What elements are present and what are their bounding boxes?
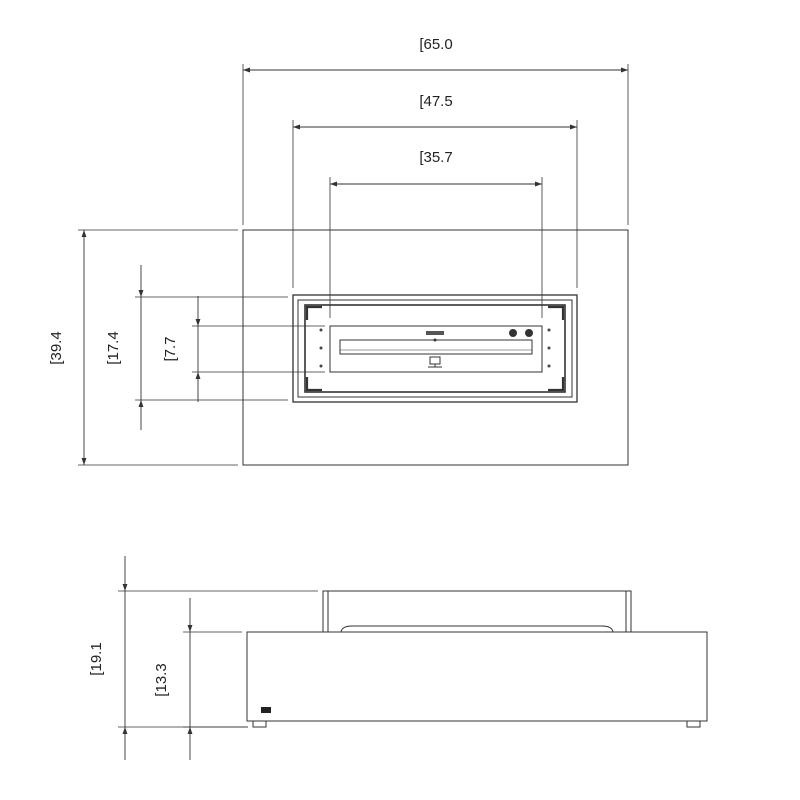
dim-label-overall-depth: [39.4 <box>48 331 65 364</box>
fuel-slot <box>339 339 533 355</box>
igniter-icon <box>428 356 442 368</box>
burner-frame-outer <box>292 294 578 403</box>
brand-badge-icon <box>261 707 271 713</box>
extension-lines-left <box>78 229 325 466</box>
dim-label-frame-depth: [17.4 <box>105 331 122 364</box>
fuel-opening <box>329 325 543 373</box>
logo-mark-icon <box>426 331 444 342</box>
frame-screws <box>319 328 551 368</box>
elevation-view-labels: [19.1 [13.3 <box>88 642 170 696</box>
plan-view <box>78 64 629 466</box>
dim-label-opening-depth: [7.7 <box>162 336 179 361</box>
dim-label-overall-height: [19.1 <box>88 642 105 675</box>
foot-right <box>686 720 701 728</box>
burner-insert-side <box>322 590 632 632</box>
extension-lines-elevation <box>118 590 318 728</box>
control-knob-icon <box>525 329 533 337</box>
burner-trough <box>340 625 614 633</box>
dim-label-frame-width: [47.5 <box>419 93 452 110</box>
plan-view-labels: [65.0 [47.5 [35.7 [39.4 [17.4 [7.7 <box>48 36 453 365</box>
dimension-lines-plan <box>81 67 628 465</box>
elevation-view <box>118 556 708 760</box>
burner-frame-inner <box>297 299 573 398</box>
dim-label-base-height: [13.3 <box>153 663 170 696</box>
burner-corner-brackets <box>305 305 565 392</box>
foot-left <box>252 720 267 728</box>
control-knob-icon <box>509 329 517 337</box>
burner-tray <box>304 304 566 393</box>
dimension-lines-elevation <box>122 556 193 760</box>
dim-label-overall-width: [65.0 <box>419 36 452 53</box>
table-top-outline <box>242 229 629 466</box>
table-base-outline <box>246 631 708 722</box>
dim-label-opening-width: [35.7 <box>419 149 452 166</box>
extension-lines-top <box>242 64 629 318</box>
